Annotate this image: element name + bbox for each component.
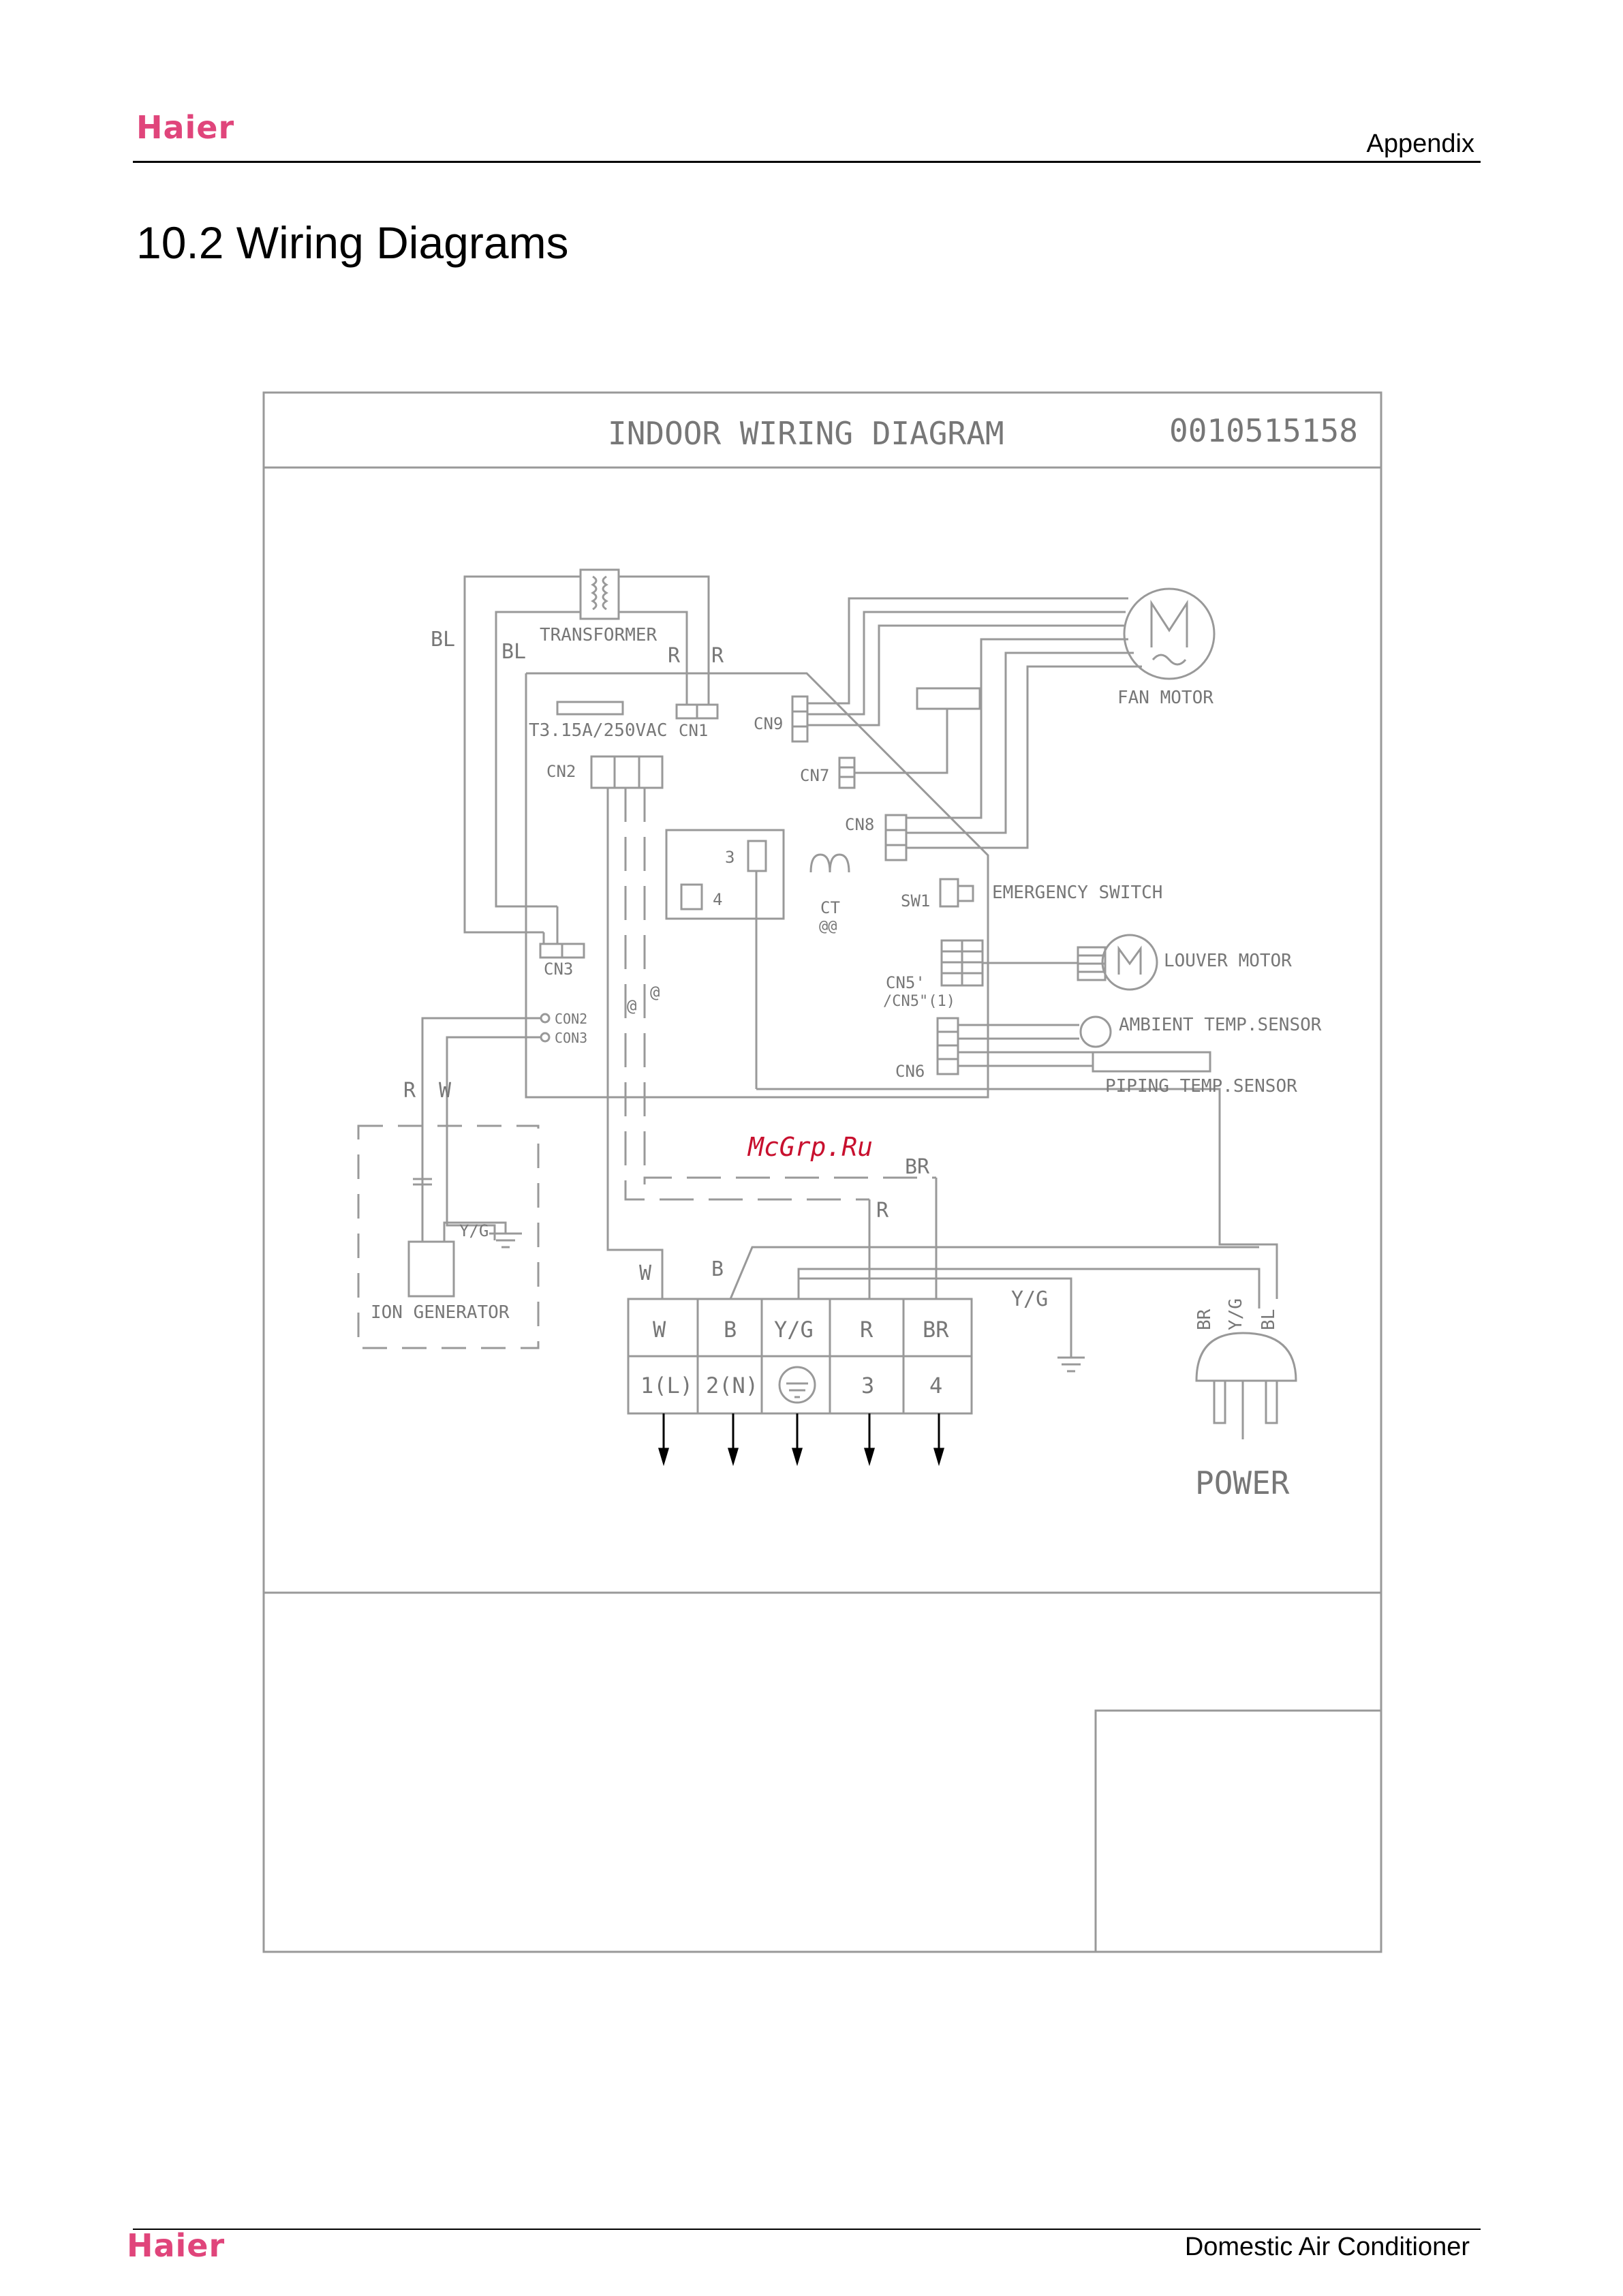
cn1-label: CN1 [679,721,708,740]
footer-rule [133,2229,1481,2230]
plug-wire-br: BR [1194,1308,1215,1330]
emergency-switch-label: EMERGENCY SWITCH [992,883,1162,903]
terminal-top-r: R [860,1317,874,1343]
transformer-label: TRANSFORMER [540,625,658,645]
relay-pin-4: 4 [713,890,722,909]
wire-label-br: BR [905,1155,930,1179]
wire-label-r: R [403,1079,416,1103]
header-rule [133,161,1481,163]
section-label: Appendix [1366,129,1474,158]
fuse-label: T3.15A/250VAC [529,720,668,741]
at-label: @ [627,996,636,1015]
piping-sensor [1092,1051,1211,1073]
louver-motor [1101,934,1158,991]
fan-motor [1123,587,1216,680]
con3-label: CON3 [555,1030,587,1046]
terminal-top-yg: Y/G [774,1317,814,1343]
sw1-switch [939,878,959,908]
terminal-top-w: W [653,1317,666,1343]
footer-text: Domestic Air Conditioner [1184,2233,1470,2261]
wire-label-b: B [711,1257,724,1281]
cn3-label: CN3 [544,960,573,979]
plug-wire-yg: Y/G [1226,1298,1246,1330]
wire-label-yg: Y/G [459,1221,489,1240]
haier-logo: Haier [136,109,235,146]
fan-motor-label: FAN MOTOR [1117,688,1214,708]
ion-generator-label: ION GENERATOR [371,1302,510,1323]
cn8-label: CN8 [845,815,874,834]
ct-at-label: @@ [819,918,837,935]
cn8-connector [884,814,908,861]
cn7-header [916,687,981,710]
diagram-title: INDOOR WIRING DIAGRAM [608,415,1004,452]
relay-pin-3: 3 [725,848,735,867]
terminal-bottom-1l: 1(L) [640,1373,693,1398]
wire-label-w: W [439,1079,452,1103]
at-label: @ [650,983,660,1002]
diagram-code: 0010515158 [1169,412,1358,449]
wire-label-bl: BL [431,628,455,652]
con2-label: CON2 [555,1011,587,1027]
ambient-sensor-label: AMBIENT TEMP.SENSOR [1119,1015,1322,1035]
cn5-label: CN5' [886,973,925,992]
wire-label-r: R [668,644,681,668]
ct-label: CT [820,898,840,917]
output-arrows [658,1413,945,1467]
fuse [556,701,624,716]
piping-sensor-label: PIPING TEMP.SENSOR [1105,1076,1297,1097]
wire-label-w: W [639,1261,652,1285]
haier-logo-footer: Haier [127,2227,226,2264]
ion-generator-box [357,1124,540,1349]
terminal-bottom-3: 3 [861,1373,874,1398]
wire-label-r: R [876,1199,889,1223]
wire-label-bl: BL [501,640,526,664]
ion-generator [407,1240,455,1298]
terminal-top-br: BR [923,1317,949,1343]
cn7-connector [838,756,856,789]
terminal-bottom-4: 4 [929,1373,942,1398]
terminal-bottom-2n: 2(N) [706,1373,758,1398]
cn5b-label: /CN5"(1) [883,993,955,1010]
diagram-frame [262,391,1382,1953]
watermark: McGrp.Ru [747,1132,873,1162]
power-label: POWER [1195,1465,1290,1501]
notes-box [1094,1709,1382,1953]
cn9-connector [791,695,809,743]
cn2-connector [590,755,664,789]
cn6-label: CN6 [895,1062,925,1081]
sw1-label: SW1 [901,891,930,910]
terminal-top-b: B [724,1317,737,1343]
plug-wire-bl: BL [1258,1309,1279,1330]
cn7-label: CN7 [800,766,829,785]
cn2-label: CN2 [546,762,576,781]
louver-motor-label: LOUVER MOTOR [1164,951,1292,971]
ambient-sensor [1079,1015,1112,1048]
wire-label-r: R [711,644,724,668]
cn9-label: CN9 [754,714,783,733]
pcb-outline [525,672,989,1099]
ct-coil [809,853,850,873]
wire-label-yg: Y/G [1011,1287,1048,1311]
power-plug [1195,1332,1297,1382]
transformer [579,568,620,620]
page-title: 10.2 Wiring Diagrams [136,217,569,268]
relay-block [665,829,785,920]
